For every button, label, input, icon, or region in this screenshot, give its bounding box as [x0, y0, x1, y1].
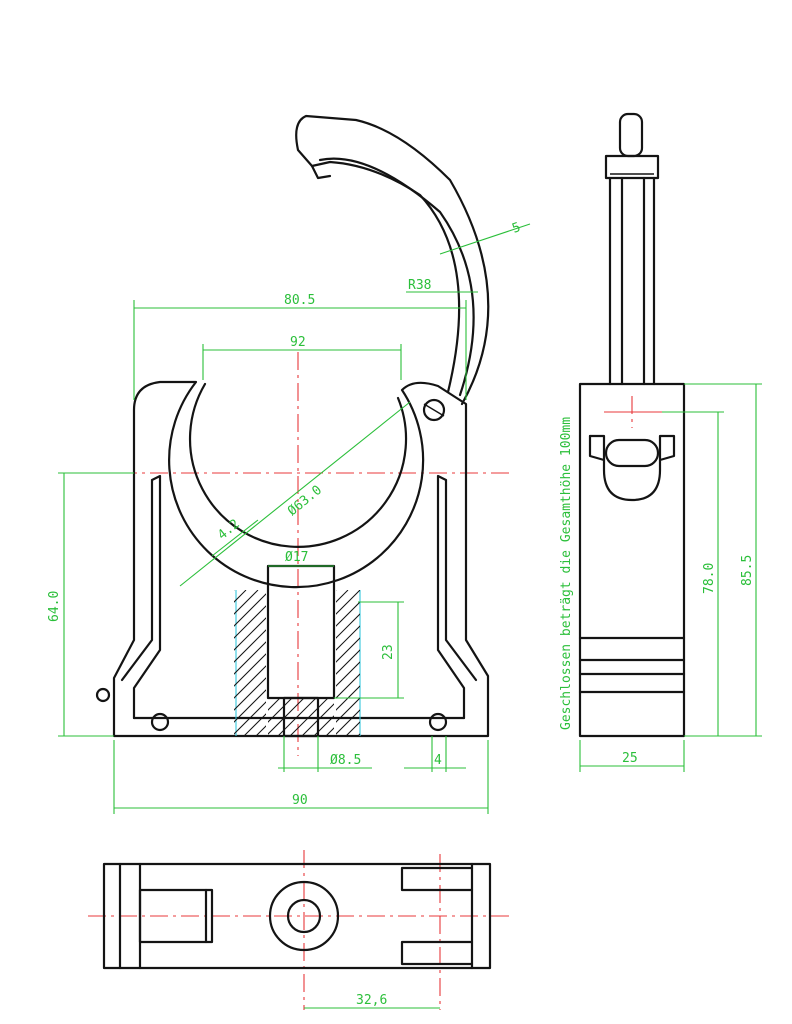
left-wing-slot	[120, 474, 162, 720]
left-snap-knob	[95, 687, 111, 703]
side-view: Geschlossen beträgt die Gesamthöhe 100mm…	[559, 112, 762, 772]
hatch-line	[336, 649, 360, 675]
clamp-inner-arc	[188, 382, 408, 548]
hatch-line	[313, 715, 334, 736]
top-left-pocket	[138, 888, 214, 944]
side-note: Geschlossen beträgt die Gesamthöhe 100mm	[559, 417, 574, 730]
section-hatching	[234, 590, 516, 736]
hatch-line	[268, 698, 281, 711]
dim-bore-depth: 23	[381, 644, 396, 660]
hatch-line	[234, 617, 266, 651]
top-view: 32,6	[88, 850, 512, 1010]
hatch-line	[336, 590, 337, 591]
hatch-line	[255, 725, 266, 736]
hook-arm-inner	[318, 157, 475, 397]
hinge-pin	[422, 398, 446, 422]
dim-hook: 5	[510, 220, 522, 237]
side-body	[578, 382, 686, 738]
bore-lower	[282, 696, 320, 738]
dim-top-width: 80.5	[284, 293, 315, 308]
hatch-line	[325, 727, 334, 736]
dim-screw-hole: Ø8.5	[330, 753, 361, 768]
right-base-hole	[428, 712, 448, 732]
hatch-line	[370, 590, 516, 736]
hatch-line	[336, 625, 360, 651]
hatch-line	[336, 709, 360, 735]
hatch-line	[277, 698, 317, 736]
top-bore-outer	[268, 880, 340, 952]
side-hinge-block	[588, 434, 676, 502]
hatch-line	[336, 661, 360, 687]
side-hinge-slot	[604, 438, 660, 468]
dim-depth: 25	[622, 751, 638, 766]
hatch-line	[268, 590, 414, 736]
dim-base-width: 90	[292, 793, 308, 808]
dim-pipe-diameter: Ø63.0	[285, 483, 325, 519]
dim-slot: 4	[434, 753, 442, 768]
hatch-line	[336, 613, 360, 639]
hatch-line	[234, 677, 266, 711]
hatch-line	[268, 698, 305, 735]
hatch-line	[280, 590, 426, 736]
front-view: 80.5 92 Ø63.0 4.2 R38 5 64.0 Ø17 23	[47, 114, 531, 814]
side-arm	[608, 176, 656, 386]
dim-radius: R38	[408, 278, 431, 293]
dim-bore-diameter: Ø17	[285, 550, 308, 565]
hinge-pin-line	[423, 403, 445, 417]
hatch-line	[357, 733, 360, 736]
hatch-line	[234, 689, 266, 723]
hatch-line	[234, 653, 266, 687]
dim-total-height: 85.5	[740, 555, 755, 586]
hatch-line	[234, 701, 266, 735]
clamp-body-outline	[112, 380, 490, 738]
side-top-pin	[618, 112, 644, 158]
hatch-line	[301, 703, 334, 736]
top-right-notch-upper	[400, 866, 474, 892]
top-right-notch-lower	[400, 940, 474, 966]
right-wing-slot	[436, 474, 478, 720]
hatch-line	[336, 590, 349, 603]
hatch-line	[345, 721, 360, 736]
hatch-line	[336, 697, 360, 723]
dim-offset: 32,6	[356, 993, 387, 1008]
hatch-line	[336, 601, 360, 627]
hook-tip	[310, 164, 332, 180]
dim-clip-width: 92	[290, 335, 306, 350]
hook-arm-outer	[295, 114, 490, 406]
left-base-hole	[150, 712, 170, 732]
top-body	[102, 862, 492, 970]
dim-inner-height: 78.0	[702, 563, 717, 594]
hatch-line	[234, 605, 266, 639]
hatch-line	[268, 698, 293, 723]
top-bore-inner	[286, 898, 322, 934]
hatch-line	[234, 641, 266, 675]
dim-height: 64.0	[47, 591, 62, 622]
hatch-line	[336, 673, 360, 699]
hatch-line	[234, 593, 266, 627]
hatch-line	[289, 698, 329, 736]
